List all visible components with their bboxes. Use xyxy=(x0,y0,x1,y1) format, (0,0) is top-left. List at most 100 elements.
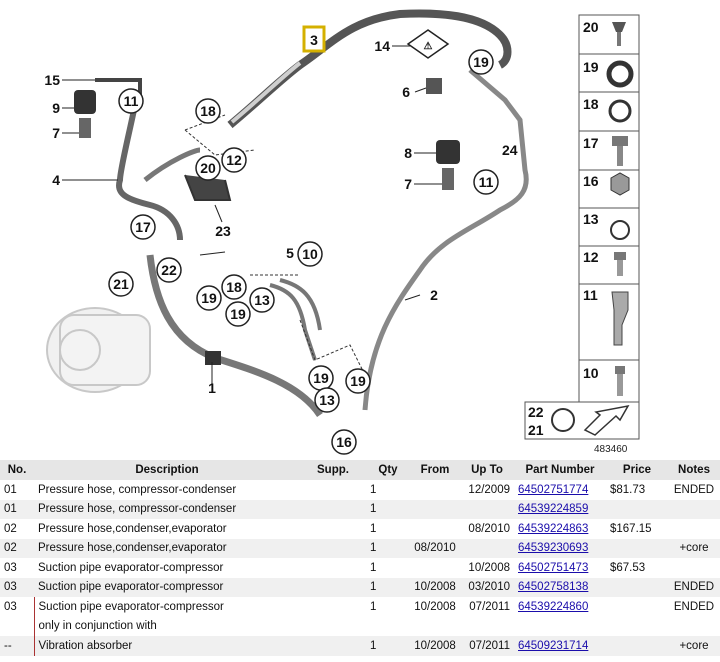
legend-label-11: 11 xyxy=(583,287,598,303)
cell-supp xyxy=(300,597,366,617)
svg-text:21: 21 xyxy=(113,276,129,292)
cell-notes: ENDED xyxy=(673,600,715,613)
cell-notes: ENDED xyxy=(673,483,715,496)
header-supp[interactable]: Supp. xyxy=(300,460,366,480)
legend-label-19: 19 xyxy=(583,59,599,75)
callout-2[interactable]: 2 xyxy=(430,287,438,303)
callout-17[interactable]: 17 xyxy=(130,214,156,240)
cell-from xyxy=(410,480,460,500)
callout-19b[interactable]: 19 xyxy=(196,285,222,311)
cell-supp xyxy=(300,499,366,519)
callout-21[interactable]: 21 xyxy=(108,271,134,297)
callout-8[interactable]: 8 xyxy=(404,145,412,161)
cell-part-number: 64502751473 xyxy=(514,558,606,578)
hose-1-sleeve xyxy=(205,351,221,365)
cell-qty: 1 xyxy=(370,483,377,496)
svg-text:11: 11 xyxy=(479,174,494,190)
header-price[interactable]: Price xyxy=(606,460,668,480)
part-number-link[interactable]: 64539224860 xyxy=(518,600,589,613)
cell-price: $81.73 xyxy=(610,483,646,496)
callout-22[interactable]: 22 xyxy=(156,257,182,283)
part-number-link[interactable]: 64502758138 xyxy=(518,581,589,594)
cell-supp xyxy=(300,617,366,637)
cell-upto xyxy=(460,499,514,519)
cell-supp xyxy=(300,519,366,539)
table-row: 03 Suction pipe evaporator-compressor 1 … xyxy=(0,597,720,617)
hose-2[interactable] xyxy=(362,68,529,411)
callout-12[interactable]: 12 xyxy=(221,147,247,173)
callout-1[interactable]: 1 xyxy=(208,380,216,396)
cell-from xyxy=(410,499,460,519)
header-description[interactable]: Description xyxy=(34,460,300,480)
table-header: No. Description Supp. Qty From Up To Par… xyxy=(0,460,720,480)
legend-label-17: 17 xyxy=(583,135,599,151)
hose-4[interactable] xyxy=(116,104,183,241)
callout-15[interactable]: 15 xyxy=(44,72,60,88)
header-no[interactable]: No. xyxy=(0,460,34,480)
callout-7b[interactable]: 7 xyxy=(404,176,412,192)
header-from[interactable]: From xyxy=(410,460,460,480)
table-row: 03 Suction pipe evaporator-compressor 1 … xyxy=(0,558,720,578)
header-part-number[interactable]: Part Number xyxy=(514,460,606,480)
cell-upto xyxy=(460,538,514,558)
svg-text:18: 18 xyxy=(226,279,242,295)
callout-11b[interactable]: 11 xyxy=(473,169,499,195)
part-number-link[interactable]: 64539224859 xyxy=(518,503,589,516)
svg-text:16: 16 xyxy=(336,434,352,450)
pressure-sensor-9 xyxy=(74,90,96,114)
part-number-link[interactable]: 64502751473 xyxy=(518,561,589,574)
callout-19[interactable]: 19 xyxy=(468,49,494,75)
cell-supp xyxy=(300,558,366,578)
callout-5[interactable]: 5 xyxy=(286,245,294,261)
legend-label-18: 18 xyxy=(583,96,599,112)
callout-24[interactable]: 24 xyxy=(502,142,518,158)
header-upto[interactable]: Up To xyxy=(460,460,514,480)
callout-13b[interactable]: 13 xyxy=(314,387,340,413)
svg-text:19: 19 xyxy=(473,54,489,70)
callout-3[interactable]: 3 xyxy=(302,25,326,53)
callout-11[interactable]: 11 xyxy=(118,88,144,114)
callout-19c[interactable]: 19 xyxy=(225,301,251,327)
cell-upto: 10/2008 xyxy=(468,561,510,574)
callout-23[interactable]: 23 xyxy=(215,223,231,239)
cell-part-number: 64539224859 xyxy=(514,499,606,519)
callout-19d[interactable]: 19 xyxy=(308,365,334,391)
callout-7[interactable]: 7 xyxy=(52,125,60,141)
svg-text:21: 21 xyxy=(528,422,544,438)
cell-description: Pressure hose,condenser,evaporator xyxy=(34,538,300,558)
callout-18[interactable]: 18 xyxy=(195,98,221,124)
cell-description: Suction pipe evaporator-compressor xyxy=(34,577,300,597)
table-row: only in conjunction with xyxy=(0,616,720,637)
callout-18b[interactable]: 18 xyxy=(221,274,247,300)
callout-14[interactable]: 14 xyxy=(374,38,390,54)
callout-4[interactable]: 4 xyxy=(52,172,60,188)
callout-6[interactable]: 6 xyxy=(402,84,410,100)
callout-10[interactable]: 10 xyxy=(297,241,323,267)
header-notes[interactable]: Notes xyxy=(668,460,720,480)
part-number-link[interactable]: 64539230693 xyxy=(518,542,589,555)
callout-19e[interactable]: 19 xyxy=(345,368,371,394)
callout-20[interactable]: 20 xyxy=(195,155,221,181)
table-row: 03 Suction pipe evaporator-compressor 1 … xyxy=(0,577,720,597)
callout-16[interactable]: 16 xyxy=(331,429,357,455)
cell-notes: ENDED xyxy=(668,577,720,597)
cell-upto: 07/2011 xyxy=(460,636,514,656)
part-number-link[interactable]: 64539224863 xyxy=(518,522,589,535)
cell-from: 10/2008 xyxy=(414,600,456,613)
cell-no: 03 xyxy=(4,600,17,613)
cell-description: only in conjunction with xyxy=(33,616,300,636)
callout-13[interactable]: 13 xyxy=(249,287,275,313)
svg-text:13: 13 xyxy=(254,292,270,308)
leader-lines xyxy=(62,45,442,388)
cell-part-number xyxy=(514,617,606,637)
compressor-illustration xyxy=(46,307,151,393)
table-row: 01 Pressure hose, compressor-condenser 1… xyxy=(0,499,720,519)
warning-label-icon: ⚠ xyxy=(406,29,450,59)
hose-3[interactable] xyxy=(227,9,512,129)
part-number-link[interactable]: 64509231714 xyxy=(518,639,589,652)
cell-supp xyxy=(300,480,366,500)
callout-9[interactable]: 9 xyxy=(52,100,60,116)
cell-qty: 1 xyxy=(370,600,377,613)
header-qty[interactable]: Qty xyxy=(366,460,410,480)
part-number-link[interactable]: 64502751774 xyxy=(518,483,589,496)
